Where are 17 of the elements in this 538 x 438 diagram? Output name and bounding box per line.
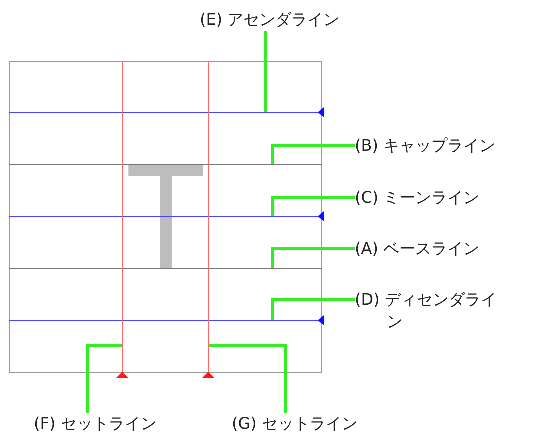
line-name-label: (A) ベースライン bbox=[355, 238, 480, 260]
leader-line bbox=[272, 298, 355, 320]
leader-line bbox=[209, 344, 288, 413]
base-line bbox=[9, 268, 322, 269]
line-name-label: (D) ディセンダライン bbox=[355, 289, 497, 333]
leader-line bbox=[272, 248, 355, 268]
line-name-label: (C) ミーンライン bbox=[355, 187, 480, 209]
leader-line bbox=[272, 196, 355, 216]
cap-line bbox=[9, 164, 322, 165]
leader-line bbox=[86, 344, 122, 413]
leader-line bbox=[264, 31, 268, 112]
line-name-label: (G) セットライン bbox=[232, 413, 358, 435]
line-name-label: (B) キャップライン bbox=[355, 135, 496, 157]
leader-line bbox=[272, 144, 355, 164]
set-line bbox=[122, 61, 123, 373]
line-name-label: (F) セットライン bbox=[34, 413, 157, 435]
line-name-label: (E) アセンダライン bbox=[200, 9, 340, 31]
